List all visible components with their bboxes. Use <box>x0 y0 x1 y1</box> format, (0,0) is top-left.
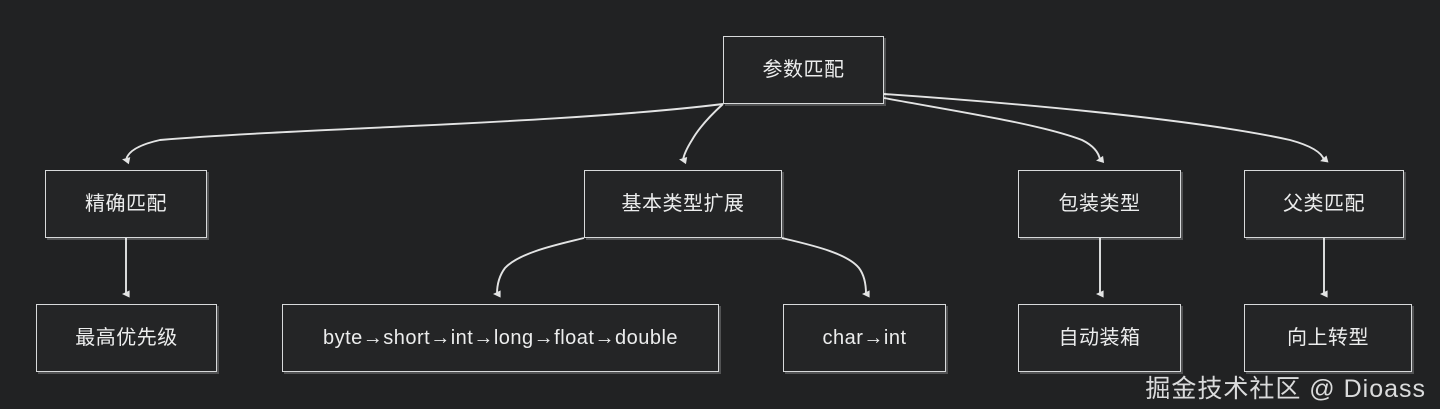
node-numeric-widening-chain-label: byte→short→int→long→float→double <box>322 327 679 349</box>
node-exact-match-label: 精确匹配 <box>85 193 167 215</box>
node-superclass-match[interactable]: 父类匹配 <box>1244 170 1404 238</box>
node-root[interactable]: 参数匹配 <box>723 36 884 104</box>
node-upcasting[interactable]: 向上转型 <box>1244 304 1412 372</box>
node-autoboxing[interactable]: 自动装箱 <box>1018 304 1181 372</box>
node-exact-match[interactable]: 精确匹配 <box>45 170 207 238</box>
node-char-to-int[interactable]: char→int <box>783 304 946 372</box>
edge-root-to-exact <box>122 103 724 165</box>
node-root-label: 参数匹配 <box>762 59 845 81</box>
edge-widening-to-numchain <box>492 237 585 298</box>
edge-root-to-boxing <box>883 97 1105 164</box>
node-highest-priority[interactable]: 最高优先级 <box>36 304 217 372</box>
node-wrapper-type[interactable]: 包装类型 <box>1018 170 1181 238</box>
edge-root-to-super <box>883 93 1329 163</box>
node-numeric-widening-chain[interactable]: byte→short→int→long→float→double <box>282 304 719 372</box>
node-superclass-match-label: 父类匹配 <box>1283 193 1365 215</box>
node-char-to-int-label: char→int <box>822 327 907 349</box>
node-autoboxing-label: 自动装箱 <box>1058 327 1141 349</box>
node-wrapper-type-label: 包装类型 <box>1058 193 1141 215</box>
node-highest-priority-label: 最高优先级 <box>75 327 178 349</box>
edge-widening-to-charint <box>781 237 870 298</box>
node-upcasting-label: 向上转型 <box>1287 327 1369 349</box>
edge-root-to-widening <box>679 103 724 165</box>
watermark-text: 掘金技术社区 @ Dioass <box>1145 375 1426 403</box>
node-primitive-widening[interactable]: 基本类型扩展 <box>584 170 782 238</box>
node-primitive-widening-label: 基本类型扩展 <box>621 193 745 215</box>
